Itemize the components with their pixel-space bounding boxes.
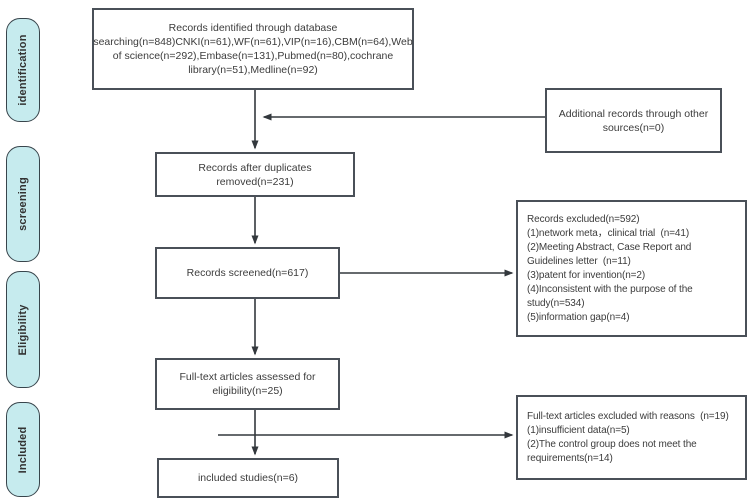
stage-identification-label: identification	[17, 34, 29, 106]
box-fulltext-excluded: Full-text articles excluded with reasons…	[516, 395, 747, 480]
box-included-studies: included studies(n=6)	[157, 458, 339, 498]
box-fulltext-assessed: Full-text articles assessed for eligibil…	[155, 358, 340, 410]
stage-included: Included	[6, 402, 40, 497]
box-records-identified: Records identified through database sear…	[92, 8, 414, 90]
stage-screening: screening	[6, 146, 40, 262]
stage-identification: identification	[6, 18, 40, 122]
box-records-screened: Records screened(n=617)	[155, 247, 340, 299]
box-duplicates-removed: Records after duplicates removed(n=231)	[155, 152, 355, 197]
stage-eligibility: Eligibility	[6, 271, 40, 388]
stage-screening-label: screening	[17, 177, 29, 231]
stage-included-label: Included	[17, 426, 29, 473]
box-additional-records: Additional records through other sources…	[545, 88, 722, 153]
stage-eligibility-label: Eligibility	[17, 303, 29, 356]
box-records-excluded: Records excluded(n=592) (1)network meta，…	[516, 200, 747, 337]
